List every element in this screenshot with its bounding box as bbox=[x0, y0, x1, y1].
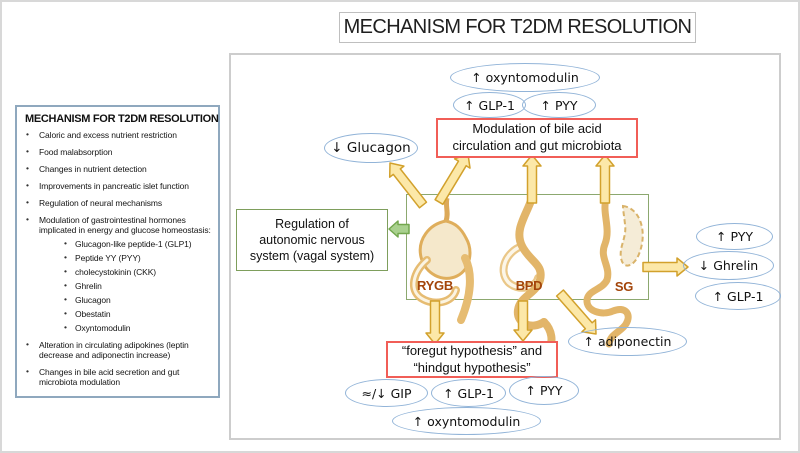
glp1-top-ellipse: ↑ GLP-1 bbox=[453, 92, 526, 118]
figure-title: MECHANISM FOR T2DM RESOLUTION bbox=[339, 12, 696, 43]
pyy-top-ellipse: ↑ PYY bbox=[522, 92, 596, 118]
list-subitem: cholecystokinin (CKK) bbox=[61, 266, 212, 277]
rygb-label: RYGB bbox=[417, 278, 453, 293]
vagal-box-line1: Regulation of bbox=[275, 216, 349, 231]
vagal-system-box: Regulation of autonomic nervous system (… bbox=[236, 209, 388, 271]
oxyntomodulin-bottom-ellipse: ↑ oxyntomodulin bbox=[392, 407, 541, 435]
list-subitem: Oxyntomodulin bbox=[61, 322, 212, 333]
ghrelin-right-ellipse: ↓ Ghrelin bbox=[683, 251, 774, 280]
diagram-panel: ↑ oxyntomodulin ↑ GLP-1 ↑ PYY Modulation… bbox=[229, 53, 781, 440]
bile-acid-modulation-box: Modulation of bile acid circulation and … bbox=[436, 118, 638, 158]
list-item: Caloric and excess nutrient restriction bbox=[23, 129, 212, 140]
glucagon-ellipse: ↓ Glucagon bbox=[324, 133, 418, 163]
list-item: Modulation of gastrointestinal hormones … bbox=[23, 214, 212, 333]
glp1-bottom-ellipse: ↑ GLP-1 bbox=[431, 379, 506, 407]
list-item: Improvements in pancreatic islet functio… bbox=[23, 180, 212, 191]
bpd-illustration bbox=[499, 196, 556, 351]
vagal-box-line3: system (vagal system) bbox=[249, 249, 375, 264]
bile-box-line1: Modulation of bile acid bbox=[472, 121, 602, 137]
list-subitem: Peptide YY (PYY) bbox=[61, 252, 212, 263]
oxyntomodulin-top-ellipse: ↑ oxyntomodulin bbox=[450, 63, 600, 92]
list-subitem: Glucagon-like peptide-1 (GLP1) bbox=[61, 238, 212, 249]
list-subitem: Ghrelin bbox=[61, 280, 212, 291]
bpd-label: BPD bbox=[515, 278, 543, 293]
hypothesis-box: “foregut hypothesis” and “hindgut hypoth… bbox=[386, 341, 558, 378]
hormone-sublist: Glucagon-like peptide-1 (GLP1) Peptide Y… bbox=[61, 238, 212, 333]
list-item: Regulation of neural mechanisms bbox=[23, 197, 212, 208]
list-item: Alteration in circulating adipokines (le… bbox=[23, 339, 212, 360]
rygb-illustration bbox=[409, 197, 474, 324]
hypothesis-box-line1: “foregut hypothesis” and bbox=[401, 342, 543, 358]
list-subitem: Glucagon bbox=[61, 294, 212, 305]
list-item-text: Modulation of gastrointestinal hormones … bbox=[39, 215, 211, 236]
list-item: Food malabsorption bbox=[23, 146, 212, 157]
bile-box-line2: circulation and gut microbiota bbox=[452, 138, 622, 153]
adiponectin-ellipse: ↑ adiponectin bbox=[568, 327, 687, 356]
list-item: Changes in nutrient detection bbox=[23, 163, 212, 174]
pyy-right-ellipse: ↑ PYY bbox=[696, 223, 773, 250]
list-item: Changes in bile acid secretion and gut m… bbox=[23, 366, 212, 387]
hypothesis-box-line2: “hindgut hypothesis” bbox=[413, 359, 531, 375]
vagal-box-line2: autonomic nervous bbox=[259, 232, 365, 247]
list-subitem: Obestatin bbox=[61, 308, 212, 319]
glp1-right-ellipse: ↑ GLP-1 bbox=[695, 282, 781, 310]
summary-box-title: MECHANISM FOR T2DM RESOLUTION bbox=[25, 113, 219, 125]
gip-bottom-ellipse: ≈/↓ GIP bbox=[345, 379, 428, 407]
sg-label: SG bbox=[614, 279, 634, 294]
pyy-bottom-ellipse: ↑ PYY bbox=[509, 376, 579, 405]
mechanism-list: Caloric and excess nutrient restriction … bbox=[23, 129, 212, 387]
mechanism-summary-box: MECHANISM FOR T2DM RESOLUTION Caloric an… bbox=[15, 105, 220, 398]
